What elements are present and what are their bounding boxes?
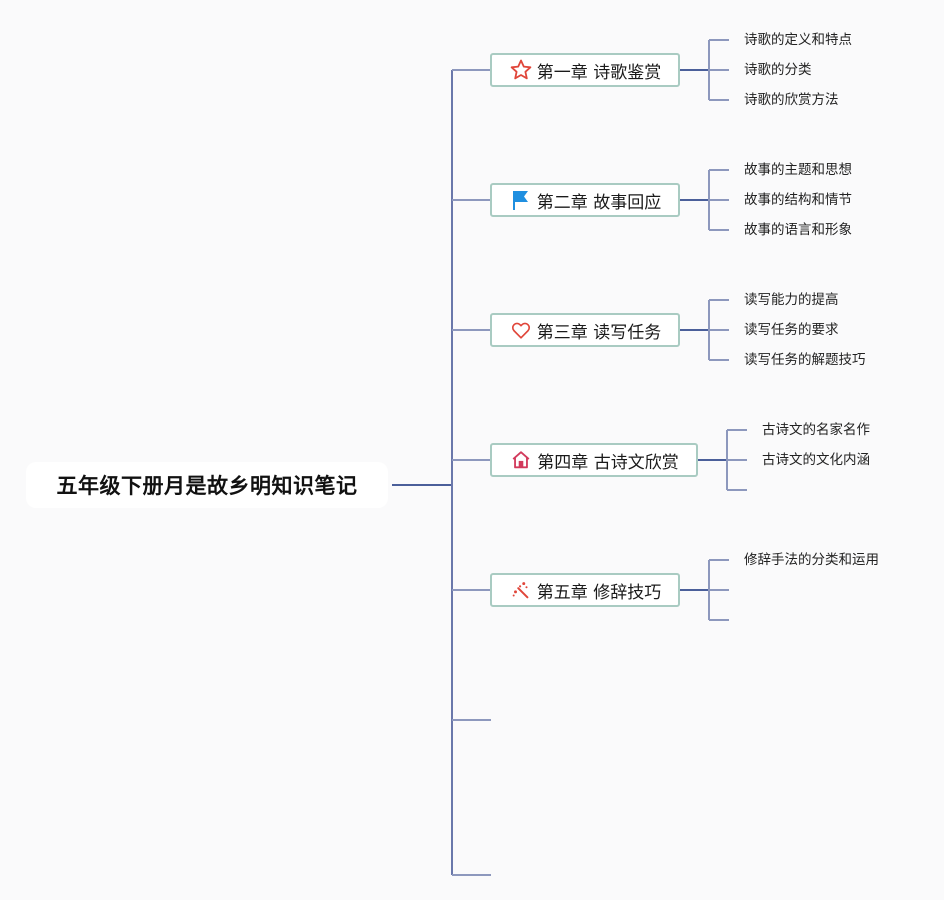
star-icon [509,58,533,82]
chapter-label: 第五章 修辞技巧 [536,582,662,603]
topic-item[interactable]: 修辞手法的分类和运用 [744,552,879,568]
home-icon [509,448,533,472]
topic-item[interactable]: 诗歌的分类 [744,62,812,78]
topic-item[interactable]: 读写任务的解题技巧 [744,352,866,368]
topic-item[interactable]: 故事的结构和情节 [744,192,852,208]
topic-item[interactable]: 古诗文的文化内涵 [762,452,870,468]
topic-item[interactable]: 诗歌的定义和特点 [744,32,852,48]
chapter-label: 第四章 古诗文欣赏 [537,452,679,473]
chapter-node-3[interactable]: 第三章 读写任务 [490,313,680,347]
topic-item[interactable]: 读写任务的要求 [744,322,839,338]
heart-icon [509,318,533,342]
chapter-node-5[interactable]: 第五章 修辞技巧 [490,573,680,607]
chapter-node-1[interactable]: 第一章 诗歌鉴赏 [490,53,680,87]
chapter-label: 第二章 故事回应 [536,192,662,213]
chapter-label: 第一章 诗歌鉴赏 [536,62,662,83]
chapter-label: 第三章 读写任务 [536,322,662,343]
root-title: 五年级下册月是故乡明知识笔记 [56,474,358,498]
topic-item[interactable]: 古诗文的名家名作 [762,422,870,438]
flag-icon [509,188,533,212]
chapter-node-2[interactable]: 第二章 故事回应 [490,183,680,217]
topic-item[interactable]: 读写能力的提高 [744,292,839,308]
magic-wand-icon [509,578,533,602]
topic-item[interactable]: 故事的主题和思想 [744,162,852,178]
topic-item[interactable]: 诗歌的欣赏方法 [744,92,839,108]
root-node[interactable]: 五年级下册月是故乡明知识笔记 [26,462,388,508]
chapter-node-4[interactable]: 第四章 古诗文欣赏 [490,443,698,477]
topic-item[interactable]: 故事的语言和形象 [744,222,852,238]
